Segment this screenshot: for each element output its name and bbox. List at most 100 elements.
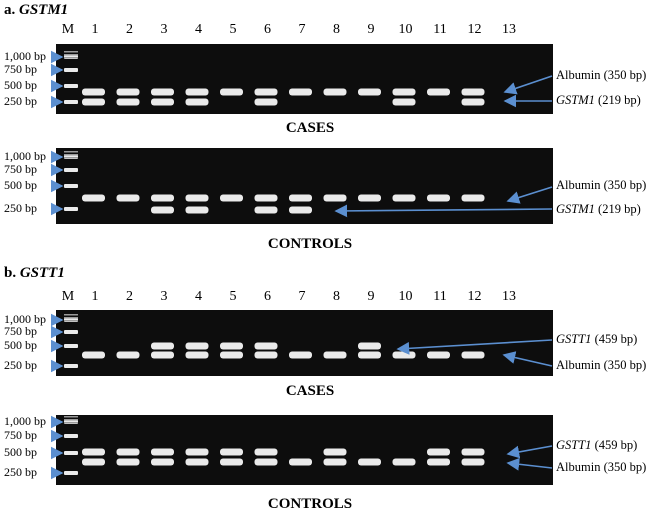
gel-0-ladder-band: [64, 84, 78, 88]
gel-2-ladder-minor-band: [64, 317, 78, 319]
gel-3-ladder-label: 750 bp: [4, 428, 37, 442]
gel-3-band-albumin: [461, 458, 485, 466]
band-size: Albumin (350 bp): [556, 358, 647, 372]
gel-3-band-albumin: [427, 458, 450, 466]
gel-2-band-albumin: [254, 351, 278, 359]
gel-2-ladder-minor-band: [64, 314, 78, 316]
gel-2-ladder-band: [64, 344, 78, 348]
gel-0-band-albumin: [151, 88, 174, 96]
gel-3-ladder-label: 1,000 bp: [4, 414, 46, 428]
band-size: (219 bp): [594, 202, 641, 216]
gel-1-band-gstm1: [254, 206, 278, 214]
gel-0-lane-label: 5: [229, 22, 237, 37]
gel-0-lane-label: 9: [367, 22, 375, 37]
gel-1-band-albumin: [289, 194, 312, 202]
gel-1-ladder-band: [64, 184, 78, 188]
gel-1-band-albumin: [392, 194, 416, 202]
gel-2-lane-label: 4: [195, 289, 202, 304]
gel-0-lane-label: 13: [502, 22, 516, 37]
gel-2-lane-label: 13: [502, 289, 516, 304]
gel-2-band-albumin: [427, 351, 450, 359]
gel-2-lane-label: 6: [264, 289, 271, 304]
gel-2-band-albumin: [116, 351, 140, 359]
gel-0-lane-label: 2: [126, 22, 133, 37]
gel-0-band-gstm1: [82, 98, 105, 106]
gel-3-band-albumin: [116, 458, 140, 466]
gel-3-band-label: Albumin (350 bp): [556, 460, 646, 475]
gel-1-ladder-minor-band: [64, 157, 78, 159]
gel-3-ladder-minor-band: [64, 416, 78, 418]
band-size: (219 bp): [594, 93, 641, 107]
gel-0-ladder-band: [64, 100, 78, 104]
gel-2-band-gstt1: [358, 342, 381, 350]
gel-3-annotation-arrow: [506, 457, 553, 471]
gene-name: GSTM1: [556, 202, 595, 216]
gel-1-annotation-arrow: [334, 204, 553, 218]
gel-3-ladder-minor-band: [64, 422, 78, 424]
gel-2-band-albumin: [151, 351, 174, 359]
gel-2-lane-label: 5: [229, 289, 237, 304]
gel-0-band-albumin: [82, 88, 105, 96]
gel-0-band-gstm1: [461, 98, 485, 106]
gel-2-band-gstt1: [220, 342, 243, 350]
gel-2-lane-label: 9: [367, 289, 375, 304]
gel-1-ladder-minor-band: [64, 154, 78, 156]
gel-3-band-albumin: [392, 458, 416, 466]
gel-2-ladder-band: [64, 364, 78, 368]
gel-2-lane-marker-label: M: [61, 289, 75, 304]
gel-0-lane-label: 7: [298, 22, 306, 37]
panel-b-gene: GSTT1: [19, 265, 65, 281]
gel-1-ladder-band: [64, 207, 78, 211]
gel-3-band-gstt1: [254, 448, 278, 456]
gel-0-lane-label: 1: [91, 22, 99, 37]
gel-3-band-albumin: [220, 458, 243, 466]
gel-0-ladder-label: 750 bp: [4, 62, 37, 76]
gel-0-band-gstm1: [151, 98, 174, 106]
gel-2-ladder-label: 1,000 bp: [4, 312, 46, 326]
gel-3-band-label: GSTT1 (459 bp): [556, 438, 637, 453]
gel-a2-caption: CONTROLS: [267, 236, 353, 252]
gel-0-ladder-minor-band: [64, 54, 78, 56]
gel-2-ladder-label: 500 bp: [4, 338, 37, 352]
gel-2-ladder-label: 250 bp: [4, 358, 37, 372]
gel-0-band-albumin: [289, 88, 312, 96]
gel-0-band-albumin: [220, 88, 243, 96]
gel-3-annotation-arrow: [506, 445, 553, 459]
gel-3-ladder-band: [64, 471, 78, 475]
gel-0-band-albumin: [116, 88, 140, 96]
gel-2-band-label: Albumin (350 bp): [556, 358, 646, 373]
gel-3-band-albumin: [185, 458, 209, 466]
gel-1-band-albumin: [151, 194, 174, 202]
gel-1-band-albumin: [427, 194, 450, 202]
gel-0-band-albumin: [323, 88, 347, 96]
gel-1-band-albumin: [116, 194, 140, 202]
gel-2-band-albumin: [461, 351, 485, 359]
gel-3-band-albumin: [358, 458, 381, 466]
gel-2-band-albumin: [358, 351, 381, 359]
gel-a1-caption: CASES: [285, 120, 335, 136]
gel-0-ladder-label: 250 bp: [4, 94, 37, 108]
gel-2-band-label: GSTT1 (459 bp): [556, 332, 637, 347]
gel-1-band-albumin: [461, 194, 485, 202]
gel-2-band-albumin: [82, 351, 105, 359]
gel-2-band-gstt1: [151, 342, 174, 350]
band-size: Albumin (350 bp): [556, 460, 647, 474]
gel-3-band-gstt1: [116, 448, 140, 456]
gel-3-band-albumin: [82, 458, 105, 466]
gel-2-band-albumin: [185, 351, 209, 359]
gel-1-band-albumin: [185, 194, 209, 202]
gel-3-band-gstt1: [427, 448, 450, 456]
gel-0-band-gstm1: [392, 98, 416, 106]
gel-0-band-albumin: [392, 88, 416, 96]
gel-1-ladder-label: 500 bp: [4, 178, 37, 192]
gel-2-lane-label: 10: [398, 289, 413, 304]
gene-name: GSTM1: [556, 93, 595, 107]
gel-2-annotation-arrow: [502, 351, 553, 367]
gel-0-ladder-band: [64, 68, 78, 72]
gel-3-ladder-band: [64, 434, 78, 438]
gel-0-band-gstm1: [185, 98, 209, 106]
gel-0-band-gstm1: [254, 98, 278, 106]
gel-2-ladder-band: [64, 330, 78, 334]
gel-1-band-albumin: [358, 194, 381, 202]
panel-a-prefix: a.: [4, 2, 16, 18]
